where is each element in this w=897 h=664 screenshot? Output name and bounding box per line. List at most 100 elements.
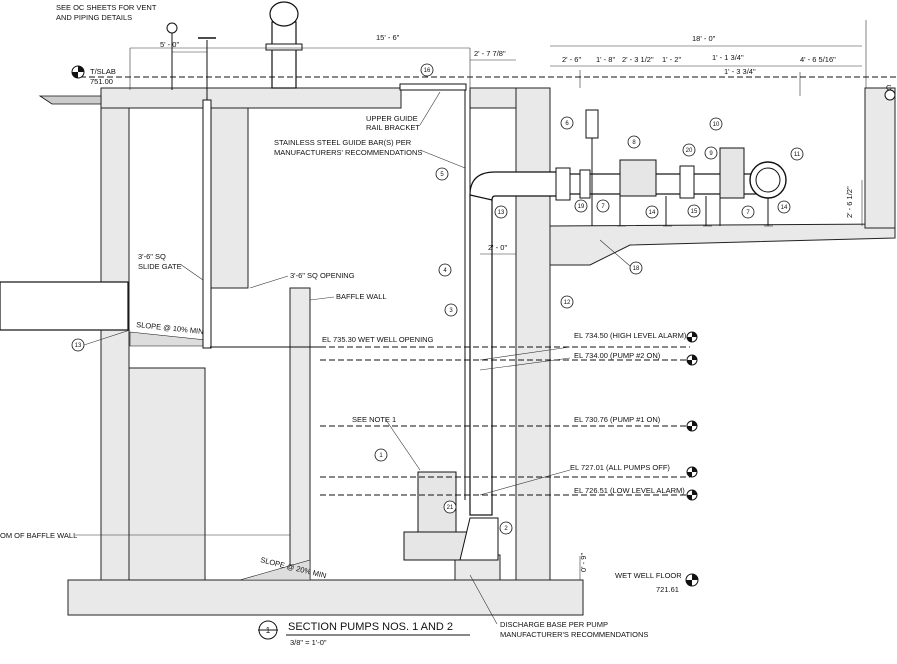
base-slab: [67, 579, 584, 616]
tag-9: 9: [704, 146, 718, 160]
vent-note-line1: SEE OC SHEETS FOR VENT: [56, 3, 157, 12]
svg-text:10: 10: [713, 122, 720, 128]
dim-5-0: 5' - 0": [160, 40, 179, 49]
dim-2-3-1-2: 2' - 3 1/2": [622, 55, 654, 64]
text-labels: SEE OC SHEETS FOR VENT AND PIPING DETAIL…: [0, 3, 892, 639]
dim-1-2: 1' - 2": [662, 55, 681, 64]
middle-wall: [205, 107, 249, 289]
tag-20: 20: [682, 143, 696, 157]
low-alarm-label: EL 726.51 (LOW LEVEL ALARM): [574, 486, 685, 495]
discharge-label-2: MANUFACTURER'S RECOMMENDATIONS: [500, 630, 648, 639]
floor-label: WET WELL FLOOR: [615, 571, 682, 580]
see-note-label: SEE NOTE 1: [352, 415, 396, 424]
tag-4: 4: [438, 263, 452, 277]
vent-cap-icon: [269, 1, 299, 27]
svg-text:2: 2: [504, 526, 508, 532]
dim-2-0: 2' - 0": [488, 243, 507, 252]
tslab-value: 751.00: [90, 77, 113, 86]
pump-base-elbow: [459, 517, 499, 561]
slide-gate-stem: [202, 99, 212, 349]
tag-7a: 7: [596, 199, 610, 213]
dim-1-1-3-4: 1' - 1 3/4": [712, 53, 744, 62]
slide-gate-label-2: SLIDE GATE: [138, 262, 182, 271]
vent-valve-icon: [166, 22, 178, 34]
gate-valve-body: [719, 147, 745, 199]
inlet-pipe: [0, 281, 129, 331]
leader-lines: [75, 91, 631, 625]
dim-15-6: 15' - 6": [376, 33, 400, 42]
vent-stack: [271, 21, 297, 89]
tag-8: 8: [627, 135, 641, 149]
guide-bar-label-1: STAINLESS STEEL GUIDE BAR(S) PER: [274, 138, 412, 147]
right-wall: [515, 87, 551, 581]
svg-text:15: 15: [691, 209, 698, 215]
dim-2-7-7-8: 2' - 7 7/8": [474, 49, 506, 58]
tag-18: 18: [629, 261, 643, 275]
tag-1: 1: [374, 448, 388, 462]
opening-label: 3'-6" SQ OPENING: [290, 271, 355, 280]
svg-text:19: 19: [578, 204, 585, 210]
tag-14b: 14: [777, 200, 791, 214]
slide-gate-label-1: 3'-6" SQ: [138, 252, 166, 261]
pipe-flange-1: [555, 167, 571, 201]
elevation-markers: [71, 65, 896, 587]
level-lines: [80, 76, 897, 496]
wet-well-opening-label: EL 735.30 WET WELL OPENING: [322, 335, 434, 344]
baffle-wall: [289, 287, 311, 581]
tag-3: 3: [444, 303, 458, 317]
svg-text:16: 16: [424, 68, 431, 74]
tag-7b: 7: [741, 205, 755, 219]
slope-wedge-bottom: [239, 559, 311, 581]
dim-1-8: 1' - 8": [596, 55, 615, 64]
left-wall: [100, 87, 130, 581]
ground-hatch: [38, 95, 102, 105]
svg-text:20: 20: [686, 148, 693, 154]
upper-guide-label-2: RAIL BRACKET: [366, 123, 420, 132]
upper-guide-label-1: UPPER GUIDE: [366, 114, 418, 123]
svg-text:12: 12: [564, 300, 571, 306]
concrete-structure: [0, 87, 896, 616]
dimension-lines: [129, 45, 863, 580]
baffle-bottom-label: OM OF BAFFLE WALL: [0, 531, 77, 540]
title-block: 1 SECTION PUMPS NOS. 1 AND 2 3/8" = 1'-0…: [258, 620, 470, 647]
tag-10: 10: [709, 117, 723, 131]
svg-text:14: 14: [649, 210, 656, 216]
tag-16: 16: [420, 63, 434, 77]
air-release-valve: [585, 109, 599, 139]
discharge-elbow: [469, 171, 561, 201]
elev-marker-edge: [884, 89, 896, 101]
tag-5: 5: [435, 167, 449, 181]
tag-13a: 13: [71, 338, 85, 352]
high-alarm-label: EL 734.50 (HIGH LEVEL ALARM): [574, 331, 687, 340]
svg-text:3: 3: [449, 308, 453, 314]
upper-guide-bracket: [399, 83, 467, 91]
baffle-wall-label: BAFFLE WALL: [336, 292, 387, 301]
top-slab-left: [100, 87, 402, 109]
dim-18-0: 18' - 0": [692, 34, 716, 43]
valve-vault-slab: [549, 88, 896, 266]
title-text: SECTION PUMPS NOS. 1 AND 2: [288, 621, 453, 633]
title-scale: 3/8" = 1'-0": [290, 638, 327, 647]
dim-4-6-5-16: 4' - 6 5/16": [800, 55, 836, 64]
svg-text:4: 4: [443, 268, 447, 274]
dim-2-6: 2' - 6": [562, 55, 581, 64]
svg-text:6: 6: [565, 121, 569, 127]
tag-21: 21: [443, 500, 457, 514]
tag-11: 11: [790, 147, 804, 161]
dim-1-3-3-4: 1' - 3 3/4": [724, 67, 756, 76]
valve-vault-piping: [555, 20, 867, 227]
tag-12: 12: [560, 295, 574, 309]
svg-text:18: 18: [633, 266, 640, 272]
svg-text:5: 5: [440, 172, 444, 178]
tag-14a: 14: [645, 205, 659, 219]
plug-valve: [679, 165, 695, 199]
tag-2: 2: [499, 521, 513, 535]
dim-2-6-1-2: 2' - 6 1/2": [845, 186, 854, 218]
svg-text:7: 7: [601, 204, 605, 210]
vault-wall-right: [864, 87, 896, 229]
svg-text:14: 14: [781, 205, 788, 211]
left-chamber-fill: [128, 367, 206, 581]
svg-text:9: 9: [709, 151, 713, 157]
all-off-label: EL 727.01 (ALL PUMPS OFF): [570, 463, 670, 472]
